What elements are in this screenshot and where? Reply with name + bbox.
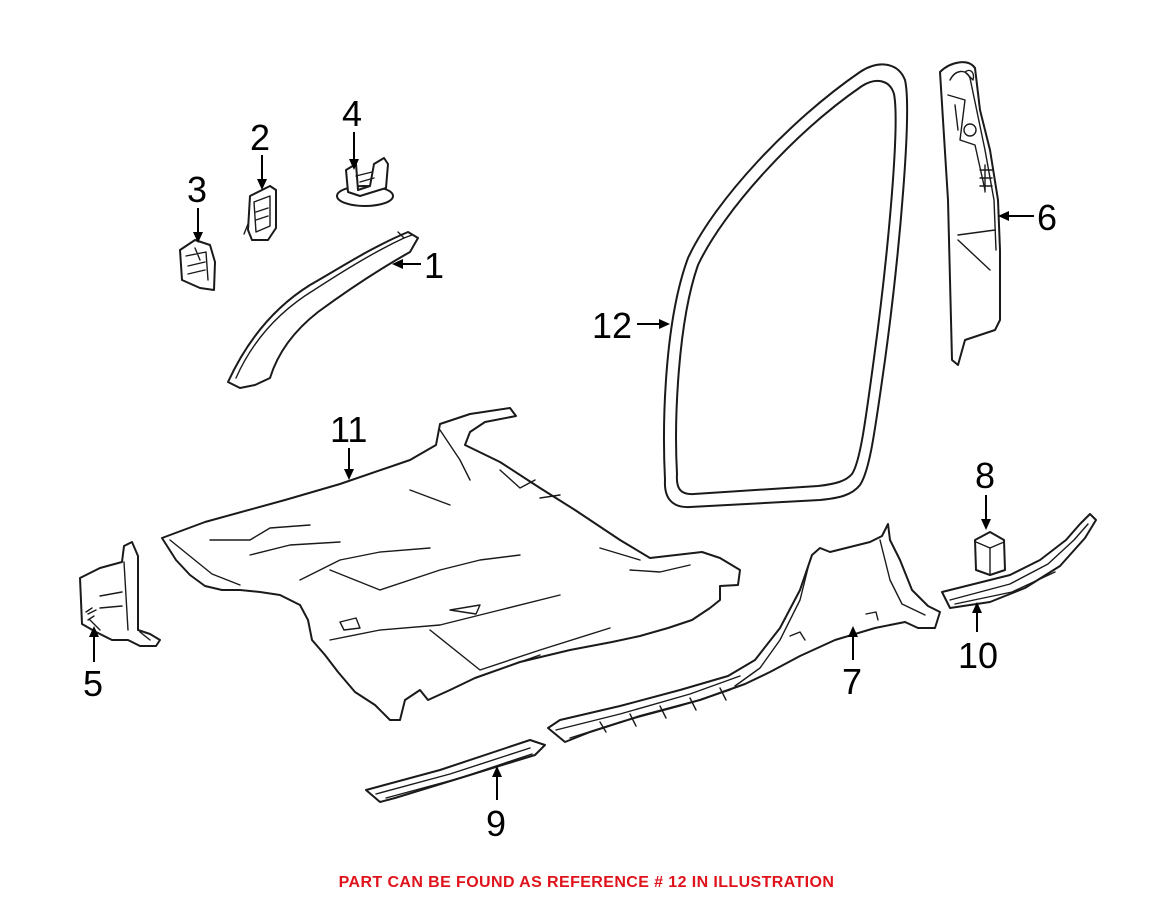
callout-6: 6 (1037, 197, 1057, 238)
part-7-rocker-trim (547, 523, 941, 743)
part-5-kick-panel (79, 541, 161, 647)
part-4-retainer (336, 157, 394, 207)
part-12-door-seal (663, 63, 909, 509)
part-1-a-pillar-trim (227, 231, 419, 389)
callout-2: 2 (250, 117, 270, 158)
callout-7: 7 (842, 661, 862, 702)
part-3-clip (179, 239, 216, 291)
callout-10: 10 (958, 635, 998, 676)
callout-12: 12 (592, 305, 632, 346)
callout-4: 4 (342, 93, 362, 134)
callout-1: 1 (424, 245, 444, 286)
callout-11: 11 (330, 409, 367, 450)
callout-arrows (89, 132, 1034, 800)
callout-5: 5 (83, 663, 103, 704)
part-10-rear-sill-plate (941, 513, 1097, 609)
callout-9: 9 (486, 803, 506, 844)
part-11-floor-carpet (161, 407, 741, 721)
callout-8: 8 (975, 455, 995, 496)
part-9-front-sill-plate (365, 739, 546, 803)
part-2-clip (243, 185, 277, 241)
reference-note: PART CAN BE FOUND AS REFERENCE # 12 IN I… (338, 874, 835, 891)
part-6-b-pillar-trim (939, 61, 1001, 366)
part-8-clip (974, 531, 1006, 576)
callout-3: 3 (187, 169, 207, 210)
